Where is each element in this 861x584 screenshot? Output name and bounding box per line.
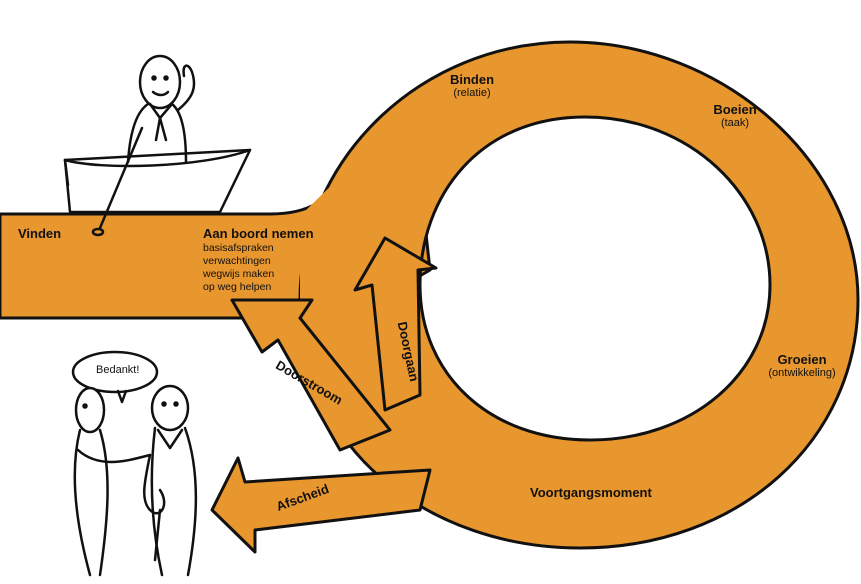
groeien-sub: (ontwikkeling) <box>768 367 836 379</box>
speech-bubble-text: Bedankt! <box>96 364 140 376</box>
boeien-sub: (taak) <box>720 117 750 129</box>
label-voortgangsmoment: Voortgangsmoment <box>530 485 652 500</box>
binden-sub: (relatie) <box>453 87 491 99</box>
arrow-doorgaan <box>353 236 438 412</box>
arrow-afscheid <box>210 456 432 554</box>
label-groeien: Groeien (ontwikkeling) <box>754 352 850 379</box>
step-item: wegwijs maken <box>203 268 275 280</box>
step-item: basisafspraken <box>203 242 274 254</box>
figures-illustration <box>71 350 198 577</box>
label-boeien: Boeien (taak) <box>700 102 770 129</box>
binden-title: Binden <box>449 72 495 87</box>
groeien-title: Groeien <box>777 352 827 367</box>
cycle-ring <box>298 40 860 550</box>
arrow-doorstroom <box>230 298 392 452</box>
step-item: op weg helpen <box>203 281 272 293</box>
boat-illustration <box>63 54 252 237</box>
aan-boord-steps: basisafspraken verwachtingen wegwijs mak… <box>203 242 274 294</box>
step-item: verwachtingen <box>203 255 271 267</box>
label-binden: Binden (relatie) <box>432 72 512 99</box>
label-vinden: Vinden <box>18 226 62 241</box>
boeien-title: Boeien <box>713 102 757 117</box>
label-aan-boord-nemen: Aan boord nemen <box>203 226 314 241</box>
